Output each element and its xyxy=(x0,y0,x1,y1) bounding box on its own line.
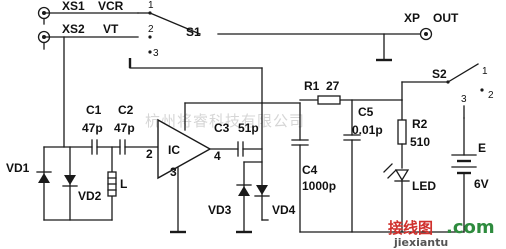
capacitor-c4 xyxy=(291,139,309,233)
capacitor-c2 xyxy=(119,139,159,155)
output-xp xyxy=(217,27,433,62)
diode-vd3 xyxy=(236,161,263,234)
label-xs1: XS1 xyxy=(62,0,85,13)
label-e-val: 6V xyxy=(474,177,489,191)
label-c2: C2 xyxy=(118,103,134,117)
brand-text: 接线图 xyxy=(388,219,433,237)
label-s2-pos1: 1 xyxy=(482,66,488,77)
footer-brand: 接线图 .com jiexiantu xyxy=(388,217,495,249)
label-vd2: VD2 xyxy=(78,189,102,203)
wire-s1-pos3 xyxy=(128,58,263,104)
diode-vd4 xyxy=(254,185,270,221)
label-s2-pos3: 3 xyxy=(461,94,467,105)
inductor-l xyxy=(107,171,117,197)
label-c3: C3 xyxy=(214,121,230,135)
resistor-r1 xyxy=(317,95,341,105)
label-r2-val: 510 xyxy=(410,135,430,149)
label-xs2: XS2 xyxy=(62,22,85,36)
diode-vd2 xyxy=(62,175,78,187)
wire-power-rail xyxy=(299,81,449,141)
label-vt: VT xyxy=(103,22,119,36)
label-l: L xyxy=(120,177,127,191)
label-ic-pin3: 3 xyxy=(170,165,177,179)
label-vd1: VD1 xyxy=(6,161,30,175)
label-vd3: VD3 xyxy=(208,203,232,217)
label-s2: S2 xyxy=(432,67,447,81)
brand-dotcom: .com xyxy=(446,217,495,238)
label-c4-val: 1000p xyxy=(302,179,336,193)
label-s1-pos3: 3 xyxy=(153,48,159,59)
label-vcr: VCR xyxy=(98,0,124,13)
label-ic-pin4: 4 xyxy=(214,149,221,163)
label-r1: R1 xyxy=(304,79,320,93)
label-r1-val: 27 xyxy=(326,79,340,93)
capacitor-c1 xyxy=(91,139,121,155)
label-c5: C5 xyxy=(358,105,374,119)
ic-opamp xyxy=(157,102,301,234)
label-c2-val: 47p xyxy=(114,121,135,135)
label-vd4: VD4 xyxy=(272,203,296,217)
led xyxy=(383,163,410,233)
label-led: LED xyxy=(412,179,436,193)
label-r2: R2 xyxy=(412,117,428,131)
label-c1-val: 47p xyxy=(82,121,103,135)
label-c5-val: 0.01p xyxy=(352,123,383,137)
jack-xs1 xyxy=(37,6,139,25)
diode-vd1 xyxy=(36,171,52,183)
label-c1: C1 xyxy=(86,103,102,117)
label-c3-val: 51p xyxy=(238,121,259,135)
label-ic: IC xyxy=(168,143,180,157)
label-s1-pos1: 1 xyxy=(148,0,154,11)
brand-domain: jiexiantu xyxy=(393,236,448,249)
switch-s1 xyxy=(137,11,201,54)
jack-xs2 xyxy=(37,30,139,50)
switch-s2 xyxy=(446,63,484,119)
label-out: OUT xyxy=(433,11,459,25)
label-s1-pos2: 2 xyxy=(148,24,154,35)
label-s1: S1 xyxy=(186,25,201,39)
label-ic-pin2: 2 xyxy=(146,147,153,161)
capacitor-c5 xyxy=(343,99,361,233)
label-s2-pos2: 2 xyxy=(488,90,494,101)
resistor-r2 xyxy=(397,99,407,169)
battery-e xyxy=(451,117,477,233)
label-xp: XP xyxy=(404,11,420,25)
label-c4: C4 xyxy=(302,163,318,177)
label-e: E xyxy=(478,141,486,155)
